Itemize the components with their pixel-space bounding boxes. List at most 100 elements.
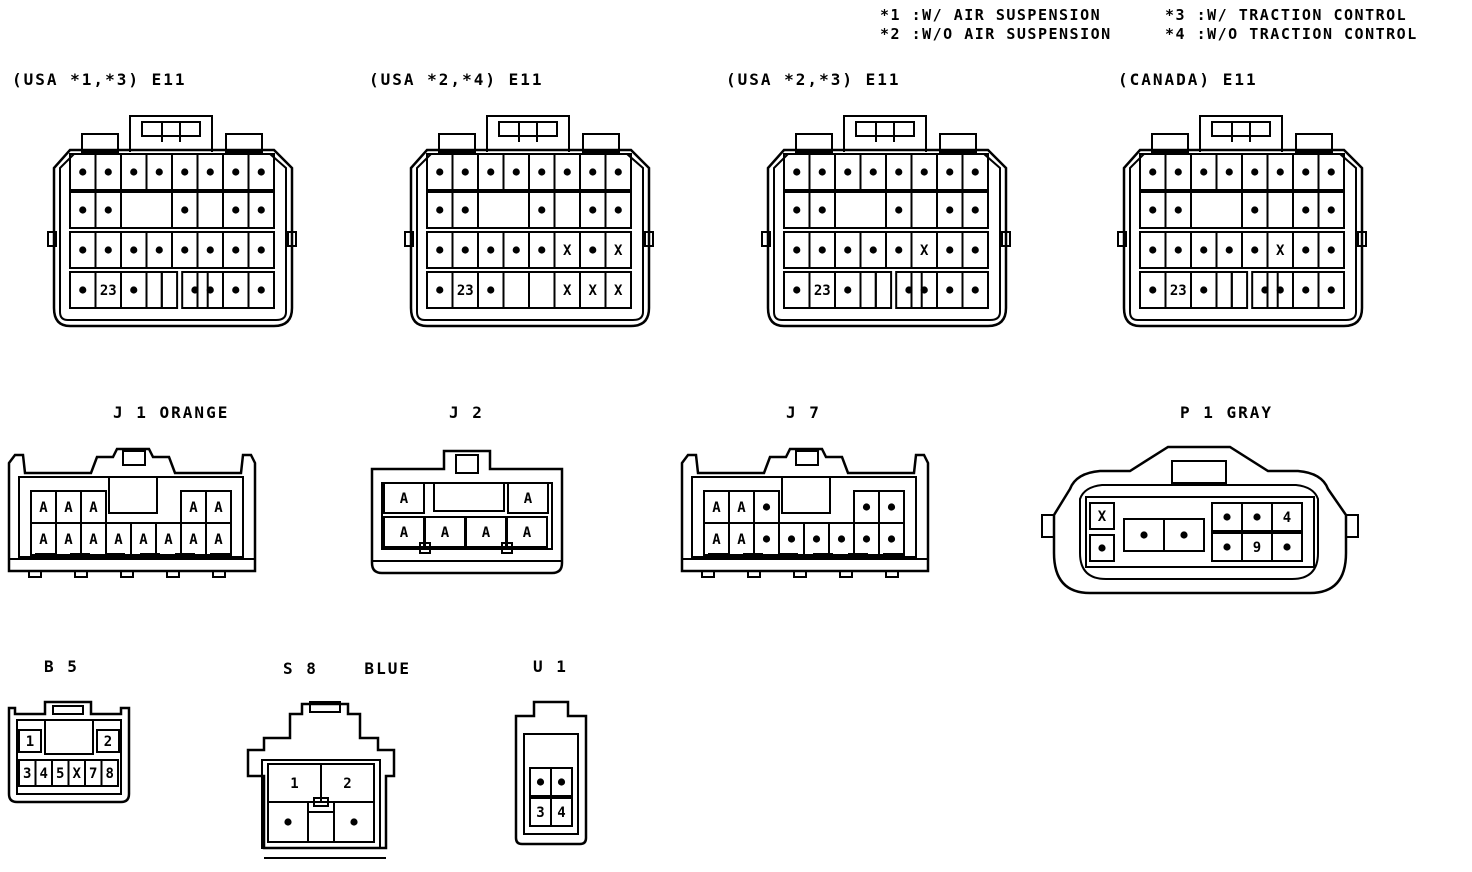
p1-pin-dot [1283,543,1291,551]
e11-3-pin-dot [1225,246,1233,254]
e11-0-latch-window [141,121,201,137]
u1-pin-text: 4 [557,805,565,821]
e11-2-pin-dot [793,286,801,294]
e11-1-side-key [404,231,414,247]
e11-3-pin-dot [1251,206,1259,214]
u1-pin-text: 3 [536,805,544,821]
e11-3-pin-dot [1276,286,1284,294]
legend-item-4: *4 :W/O TRACTION CONTROL [1165,25,1418,43]
e11-0-pin-dot [79,168,87,176]
e11-3-pin-cavity [1215,271,1233,309]
e11-2-side-key [1001,231,1011,247]
j1-pin-text: A [89,532,98,548]
j1-pin-text: A [139,532,148,548]
p1-pin-cavity [1089,534,1115,562]
s8-pin-dot [284,818,292,826]
e11-1-pin-cavity [528,271,556,309]
e11-0-pin-dot [104,168,112,176]
legend-item-3: *3 :W/ TRACTION CONTROL [1165,6,1408,24]
e11-1-pin-dot [461,168,469,176]
e11-1-body [409,148,651,328]
e11-1-latch-window [498,121,558,137]
e11-2-pin-dot [793,168,801,176]
e11-2-latch [843,115,927,152]
j7-foot [747,570,761,578]
e11-2-pin-dot [971,168,979,176]
j7-body [680,447,930,573]
j7-key [781,477,831,514]
e11-3-pin-dot [1200,246,1208,254]
j7-pin-cavity [878,522,905,556]
j7-pin-dot [812,535,821,543]
e11-1-pin-cavity [502,271,530,309]
e11-2-pin-dot [895,206,903,214]
e11-2-pin-cavity [961,271,989,309]
e11-2-pin-dot [946,246,954,254]
e11-1-pin-text: X [589,283,598,299]
e11-2-pin-dot [895,246,903,254]
e11-0-pin-dot [232,246,240,254]
j1-label: J 1 ORANGE [113,403,230,422]
j1-pin-text: A [189,500,198,516]
e11-1-pin-text: X [563,243,572,259]
e11-1-pin-dot [563,168,571,176]
p1-label: P 1 GRAY [1180,403,1274,422]
j7-latch [795,450,819,466]
p1-pin-cavity [1271,502,1303,532]
e11-0-latch [129,115,213,152]
b5-pin-cavity [96,729,120,753]
e11-1-pin-dot [461,206,469,214]
j1-pin-text: A [189,532,198,548]
j2-pin-text: A [441,525,450,541]
e11-2-pin-text: X [920,243,929,259]
e11-3-pin-dot [1149,286,1157,294]
e11-1-pin-dot [487,246,495,254]
b5-pin-cavity [100,759,119,787]
e11-usa-1-3-connector: 23 [47,115,297,328]
e11-3-pin-cavity [1317,191,1345,229]
e11-3-pin-dot [1174,206,1182,214]
e11-2-pin-dot [793,246,801,254]
e11-0-pin-dot [79,286,87,294]
j1-face [18,476,244,558]
e11-3-latch-window [1211,121,1271,137]
e11-1-pin-dot [461,246,469,254]
e11-3-pin-text: X [1276,243,1285,259]
e11-2-pin-dot [971,206,979,214]
e11-3-bump-right [1295,133,1333,153]
e11-1-pin-dot [487,168,495,176]
j1-body [7,447,257,573]
e11-1-pin-dot [512,246,520,254]
e11-0-pin-text: 23 [100,283,117,299]
u1-body [514,700,588,846]
b5-pin-cavity [18,729,42,753]
e11-3-pin-dot [1149,246,1157,254]
p1-pin-cavity [1163,518,1205,552]
b5-pin-text: 2 [104,734,112,750]
b5-pin-text: 4 [40,766,48,782]
e11-0-pin-dot [79,206,87,214]
s8-label: S 8 BLUE [283,659,411,678]
e11-0-pin-dot [130,286,138,294]
e11-3-pin-text: 23 [1170,283,1187,299]
j2-tab [501,542,513,554]
e11-1-pin-dot [436,246,444,254]
e11-1-latch [486,115,570,152]
e11-2-pin-cavity [874,271,893,309]
e11-1-pin-cavity [604,271,632,309]
u1-shroud [523,733,579,835]
e11-usa-2-3-connector: X23 [761,115,1011,328]
b5-latch [52,705,84,715]
e11-1-pin-dot [436,206,444,214]
e11-1-pin-dot [538,206,546,214]
e11-1-pin-cavity [604,231,632,269]
e11-0-pin-cavity [247,231,275,269]
e11-0-pin-dot [257,286,265,294]
e11-0-side-key [287,231,297,247]
j1-pin-text: A [214,532,223,548]
